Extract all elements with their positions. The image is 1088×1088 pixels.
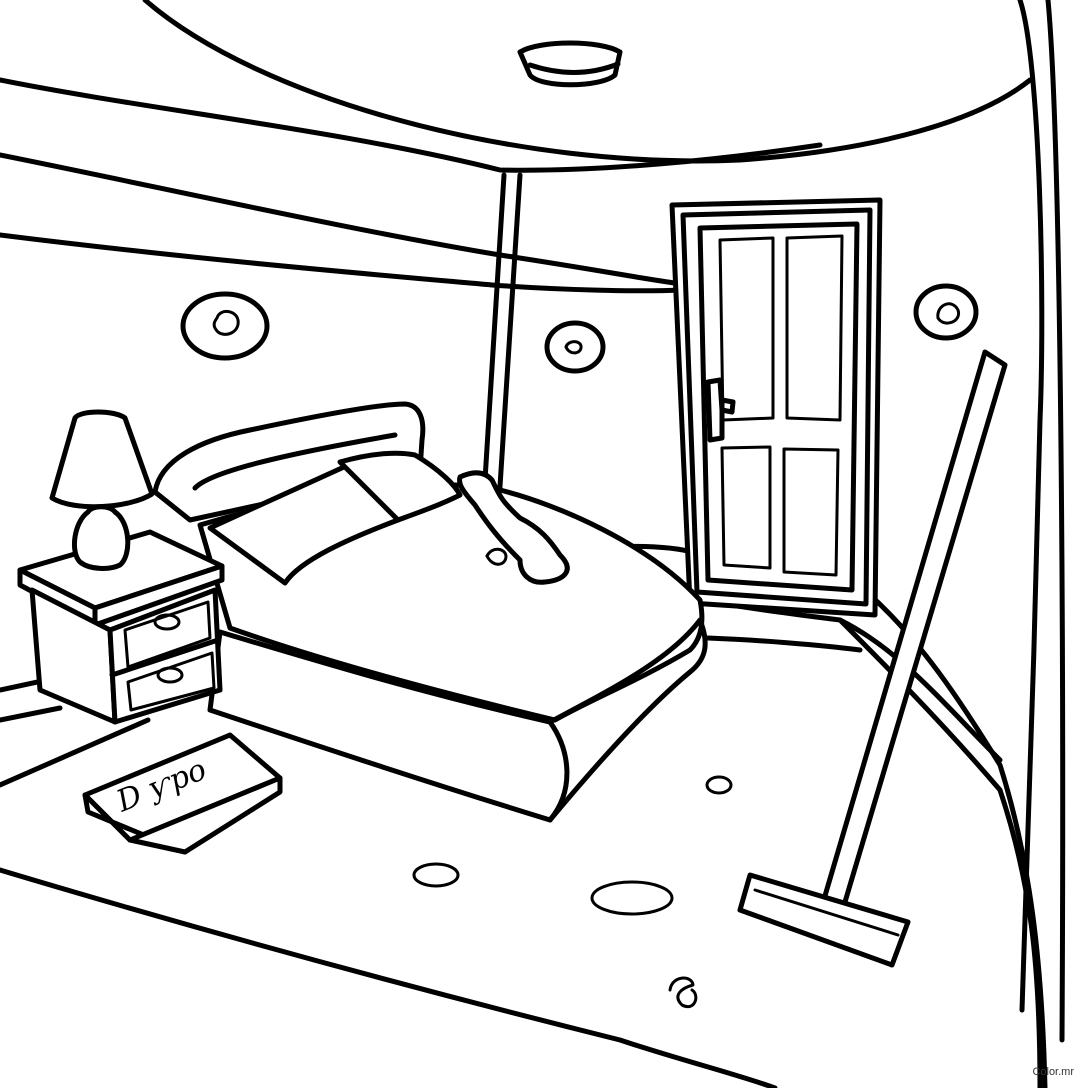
nightstand [17, 529, 225, 725]
wall-decorations [180, 283, 979, 374]
lamp [49, 409, 155, 571]
floor-spots [412, 775, 733, 1009]
ceiling-light [517, 40, 623, 88]
mop [737, 349, 1008, 968]
credit-text: Color.mr [1032, 1066, 1074, 1078]
door [669, 197, 883, 618]
bed [152, 401, 708, 823]
book: D ƴpo [82, 732, 283, 855]
